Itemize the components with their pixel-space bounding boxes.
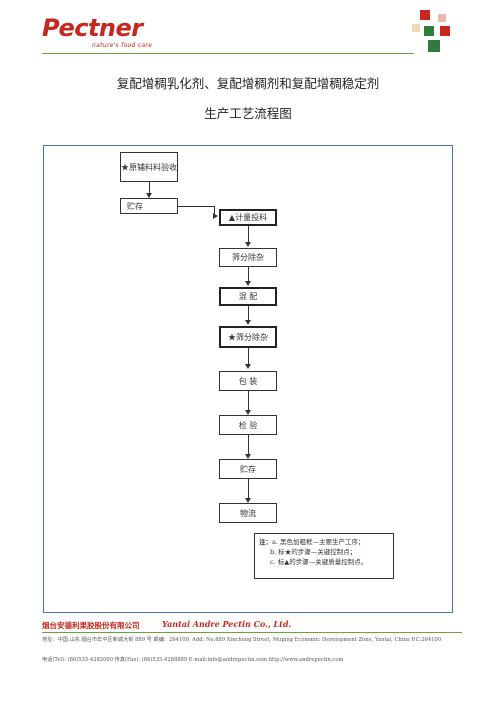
- logo-text: Pectner: [42, 14, 143, 42]
- legend-notes: 注：a. 黑色加粗框—主要生产工序； b. 标★的步骤—关键控制点； c. 标▲…: [254, 533, 394, 579]
- step-receive: ★原辅料料验收: [120, 152, 178, 182]
- notes-label: 注：: [259, 538, 272, 546]
- connector: [248, 226, 249, 243]
- arrow-down-icon: [245, 242, 251, 247]
- connector: [248, 479, 249, 499]
- step-inspect: 检 验: [219, 415, 277, 435]
- step-weigh: ▲计量投料: [219, 209, 277, 226]
- arrow-down-icon: [245, 364, 251, 369]
- arrow-down-icon: [245, 454, 251, 459]
- flowchart-frame: [43, 145, 453, 613]
- step-pack: 包 装: [219, 371, 277, 391]
- footer-address: 地址：中国.山东.烟台市牟平区新城大街 889 号 邮编：264100. Add…: [42, 637, 442, 643]
- footer-rule: [42, 632, 462, 633]
- step-store2: 贮存: [219, 459, 277, 479]
- arrow-down-icon: [245, 320, 251, 325]
- company-name-cn: 烟台安德利果胶股份有限公司: [42, 621, 140, 630]
- connector: [214, 206, 215, 216]
- arrow-down-icon: [245, 498, 251, 503]
- arrow-down-icon: [245, 281, 251, 286]
- logo-tagline: nature's food care: [92, 42, 153, 49]
- connector: [248, 267, 249, 282]
- arrow-down-icon: [245, 410, 251, 415]
- company-logo: Pectner nature's food care: [42, 14, 202, 54]
- footer-contact: 电话(Tel): (86)535-4282000 传真(Fax): (86)53…: [42, 657, 344, 663]
- note-a: a. 黑色加粗框—主要生产工序；: [272, 538, 365, 546]
- connector: [178, 206, 214, 207]
- step-store1: 贮存: [120, 198, 178, 214]
- note-b: b. 标★的步骤—关键控制点；: [270, 548, 357, 556]
- page-title: 复配增稠乳化剂、复配增稠剂和复配增稠稳定剂: [116, 76, 380, 91]
- step-mix: 混 配: [219, 287, 277, 306]
- arrow-right-icon: [213, 213, 218, 219]
- step-sieve1: 筛分除杂: [219, 248, 277, 267]
- connector: [248, 306, 249, 321]
- arrow-down-icon: [146, 193, 152, 198]
- company-name-en: Yantai Andre Pectin Co., Ltd.: [162, 619, 292, 629]
- page-subtitle: 生产工艺流程图: [204, 106, 292, 121]
- step-sieve2: ★筛分除杂: [219, 326, 277, 348]
- connector: [248, 391, 249, 411]
- connector: [248, 435, 249, 455]
- step-logistics: 物流: [219, 503, 277, 523]
- header-rule: [42, 53, 414, 54]
- connector: [248, 348, 249, 365]
- connector: [149, 182, 150, 195]
- note-c: c. 标▲的步骤—关键质量控制点。: [270, 558, 368, 566]
